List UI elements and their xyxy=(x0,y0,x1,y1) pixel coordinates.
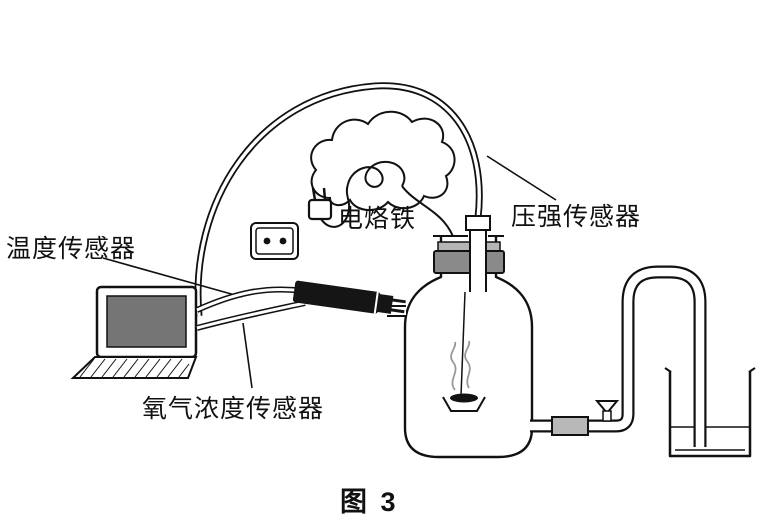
pressure-tube-core xyxy=(196,84,481,317)
probe-prong-bottom xyxy=(390,308,405,314)
cloud-coiled-cord xyxy=(310,110,456,242)
beaker-lip-right xyxy=(748,367,756,373)
label-temperature-sensor: 温度传感器 xyxy=(6,235,137,263)
probe-segment-line xyxy=(373,291,379,314)
sensor-cables xyxy=(195,286,306,331)
beaker-lip-left xyxy=(664,367,672,373)
label-oxygen-concentration-sensor: 氧气浓度传感器 xyxy=(142,395,325,423)
outlet-hole-left xyxy=(263,237,271,245)
figure-caption: 图 3 xyxy=(340,487,399,517)
smoke-wisp-2 xyxy=(464,340,471,389)
label-soldering-iron: 电烙铁 xyxy=(338,205,417,233)
pointer-lines xyxy=(102,155,557,389)
cable-a-core xyxy=(196,287,305,312)
outlet-tube-core xyxy=(527,267,705,449)
combustion-spoon xyxy=(442,396,486,412)
flask-interior xyxy=(442,291,486,412)
probe-collar xyxy=(376,294,394,314)
laptop-keyboard-hatch xyxy=(79,358,190,378)
stopcock-handle xyxy=(594,400,620,415)
tube-connector xyxy=(551,416,589,436)
power-plug xyxy=(307,187,333,221)
rubber-stopper xyxy=(433,215,505,292)
plug-prong-right xyxy=(322,187,327,201)
outlet-face xyxy=(255,227,294,255)
plug-prong-left xyxy=(311,187,317,201)
laptop-keyboard-base xyxy=(70,356,198,379)
cord-lower xyxy=(320,183,351,228)
beaker-with-water xyxy=(664,367,756,458)
cable-b-core xyxy=(196,301,306,330)
center-tube-mask xyxy=(470,230,486,292)
probe-handle xyxy=(292,280,381,314)
power-outlet xyxy=(250,222,299,260)
soldering-iron-probe xyxy=(292,280,406,314)
probe-prong-top xyxy=(391,298,406,304)
outlet-tube xyxy=(527,265,707,449)
oxygen-label-pointer xyxy=(242,322,253,389)
beaker-outline xyxy=(668,371,752,458)
pressure-tube-arc xyxy=(194,82,483,317)
temperature-label-pointer xyxy=(102,257,243,298)
stopcock-stem xyxy=(602,410,612,422)
plug-body xyxy=(307,198,333,221)
cord-coil xyxy=(347,160,406,188)
center-tube-cap xyxy=(465,215,491,231)
spoon-rod xyxy=(460,291,466,397)
laptop-screen xyxy=(106,295,187,348)
label-pressure-sensor: 压强传感器 xyxy=(511,203,642,231)
outlet-hole-right xyxy=(279,237,287,245)
burning-substance xyxy=(450,393,478,403)
smoke-wisp-1 xyxy=(450,341,457,391)
laptop-computer xyxy=(70,285,198,379)
pressure-label-pointer xyxy=(486,155,557,201)
